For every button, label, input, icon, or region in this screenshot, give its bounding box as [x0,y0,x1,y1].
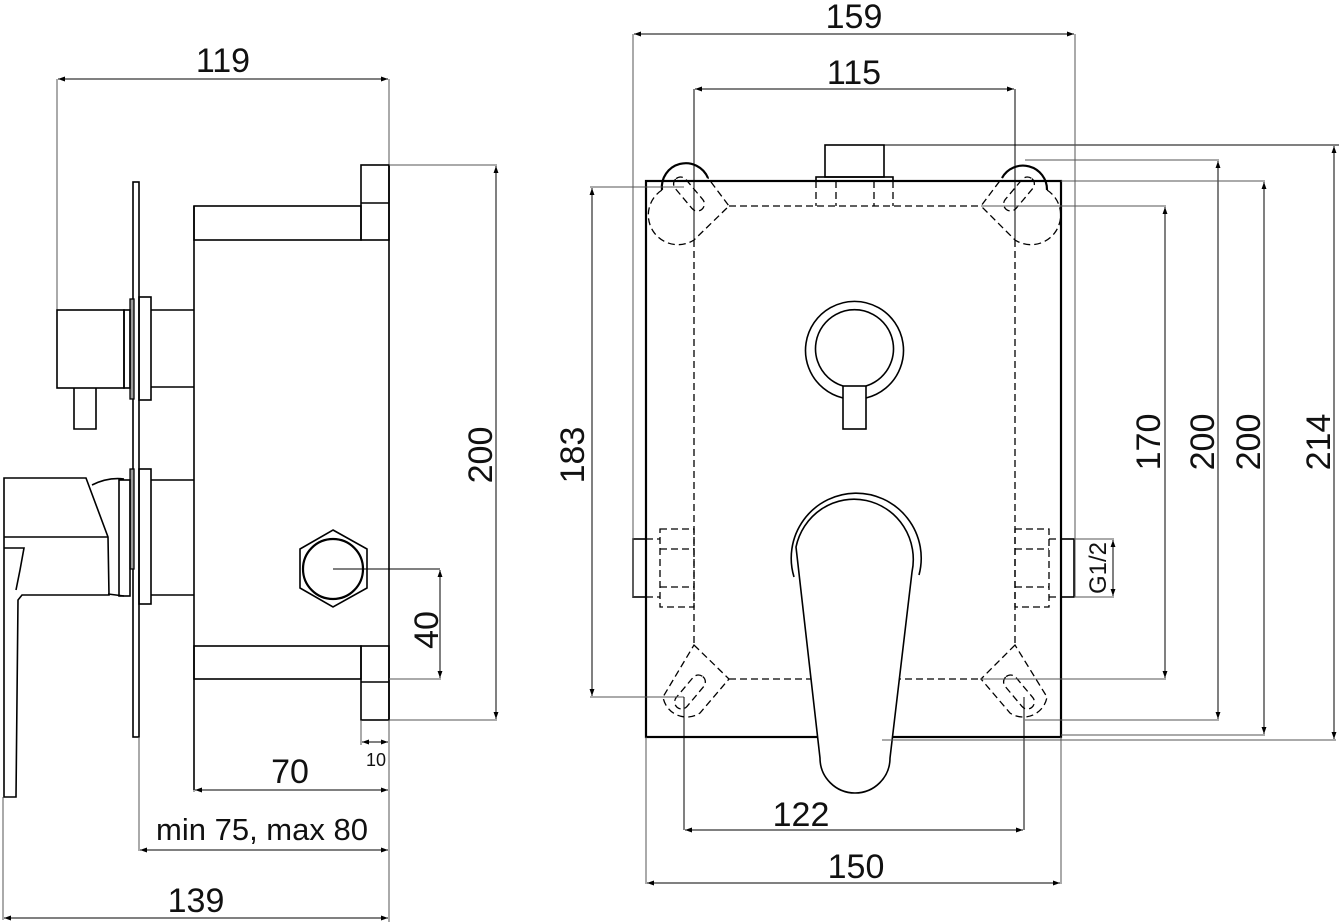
dim-label-10: 10 [366,750,386,770]
front-view: 159 115 183 122 150 [554,0,1339,886]
dim-159: 159 [632,0,1076,597]
hex-outlet-nut [299,529,368,608]
dim-200-front-b: 200 [1061,180,1268,736]
lever-handle-front [790,492,922,794]
dim-label-40: 40 [408,611,446,649]
dim-label-200-side: 200 [462,427,500,484]
dim-label-thread: G1/2 [1085,542,1112,594]
dim-label-200-front-a: 200 [1184,414,1222,471]
diverter-knob-side [56,309,131,430]
dim-label-115: 115 [827,54,881,92]
dim-install-depth: min 75, max 80 [138,737,388,853]
dim-label-150: 150 [828,848,885,886]
dim-label-200-front-b: 200 [1230,414,1268,471]
dim-label-214: 214 [1300,414,1338,471]
side-fitting-left [632,528,695,608]
dim-10: 10 [360,720,390,922]
dim-119: 119 [56,42,390,320]
diverter-knob-front [804,300,905,430]
dim-200-front-a: 200 [1025,159,1222,721]
dim-214: 214 [882,146,1338,741]
lever-handle-side [3,477,131,798]
side-view: 119 [2,42,500,922]
dim-label-183: 183 [554,427,592,484]
dim-200-side: 200 [389,164,500,721]
wall-plate-side [129,181,194,738]
dim-139: 139 [2,797,388,921]
dim-label-122: 122 [773,796,830,834]
dim-label-70: 70 [271,753,309,791]
mixer-body-side [193,164,440,790]
dim-thread: G1/2 [1074,538,1116,598]
dim-115: 115 [693,54,1016,240]
dim-label-119: 119 [196,42,250,80]
dim-183: 183 [554,186,684,698]
dim-label-install-depth: min 75, max 80 [156,812,368,847]
side-fitting-right [1014,528,1075,608]
dim-label-159: 159 [826,0,883,36]
dim-label-170: 170 [1130,414,1168,471]
dim-122: 122 [683,697,1025,834]
dim-150: 150 [645,737,1062,886]
dim-label-139: 139 [168,882,225,920]
mounting-ear-top-left [647,162,730,246]
dim-40: 40 [389,570,446,680]
mounting-ear-bottom-right [980,643,1048,718]
top-fitting [815,144,1339,206]
dim-170: 170 [981,205,1168,680]
mounting-ear-top-right [980,164,1062,246]
dim-70: 70 [193,753,388,793]
mounting-ear-bottom-left [662,643,730,718]
